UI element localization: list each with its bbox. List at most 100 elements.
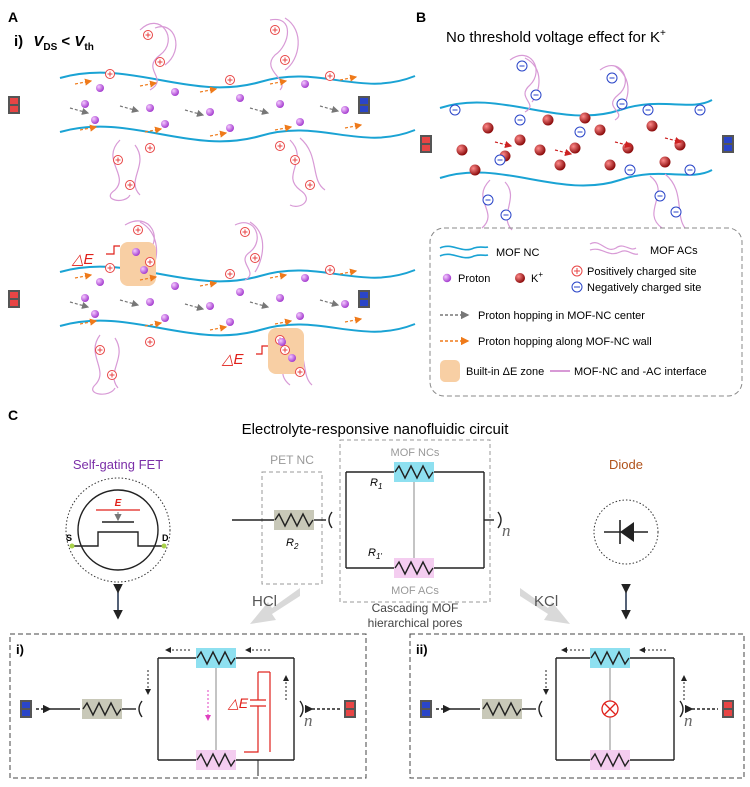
positive-site-icon xyxy=(145,143,155,153)
k-ion-dot xyxy=(534,144,546,156)
proton-dot xyxy=(140,266,148,274)
r1-label: R1 xyxy=(370,477,382,491)
legend-hop-center: Proton hopping in MOF-NC center xyxy=(440,310,645,322)
panel-a-letter: A xyxy=(8,9,18,25)
pet-nc-label: PET NC xyxy=(270,453,314,467)
panel-c-letter: C xyxy=(8,407,18,423)
electrode-right-b xyxy=(722,135,734,153)
legend-hop-wall: Proton hopping along MOF-NC wall xyxy=(440,336,652,348)
cascade-label-1: Cascading MOF xyxy=(372,601,459,615)
proton-dot xyxy=(171,88,179,96)
proton-dot xyxy=(161,120,169,128)
positive-site-icon xyxy=(280,55,290,65)
proton-dot xyxy=(276,100,284,108)
electrode-left-i xyxy=(8,96,20,114)
svg-text:MOF ACs: MOF ACs xyxy=(650,245,698,257)
svg-text:E: E xyxy=(115,498,122,509)
k-ion-dot xyxy=(469,164,481,176)
positive-site-icon xyxy=(113,155,123,165)
fet-dotted-circle xyxy=(65,477,171,583)
k-ion-dot xyxy=(514,134,526,146)
mof-hierarchy-box xyxy=(339,439,491,603)
positive-site-icon xyxy=(95,345,105,355)
positive-site-icon xyxy=(107,370,117,380)
cascade-label-2: hierarchical pores xyxy=(368,616,463,630)
k-ion-dot xyxy=(554,159,566,171)
legend-proton: Proton xyxy=(442,273,490,285)
negative-site-icon xyxy=(616,98,628,110)
svg-text:MOF-NC and -AC interface: MOF-NC and -AC interface xyxy=(574,366,707,378)
panel-c-title: Electrolyte-responsive nanofluidic circu… xyxy=(242,421,510,438)
mof-acs-label: MOF ACs xyxy=(391,585,439,597)
hop-arrow xyxy=(119,105,140,113)
nc-wall-bottom-i xyxy=(59,125,416,143)
svg-text:HCl: HCl xyxy=(252,593,277,610)
panel-b-title: No threshold voltage effect for K+ xyxy=(446,28,666,46)
negative-site-icon xyxy=(516,60,528,72)
panel-b: B No threshold voltage effect for K+ xyxy=(416,9,734,231)
subpanel-ii-frame xyxy=(409,633,745,779)
proton-dot xyxy=(301,80,309,88)
delta-e-label-2: △E xyxy=(221,351,245,368)
negative-site-icon xyxy=(530,89,542,101)
legend-box: MOF NC MOF ACs Proton K+ Positively char… xyxy=(429,227,743,397)
proton-dot xyxy=(161,314,169,322)
hop-arrow xyxy=(269,78,288,86)
hop-arrow xyxy=(69,301,90,309)
hop-arrow xyxy=(139,274,158,282)
positive-site-icon xyxy=(250,253,260,263)
proton-dot xyxy=(278,338,286,346)
mof-ac-tangles-i xyxy=(109,17,326,207)
hop-arrow xyxy=(319,105,340,113)
diode-symbol xyxy=(604,520,648,544)
proton-dot xyxy=(91,310,99,318)
hop-arrow xyxy=(184,109,205,117)
mof-ac-tangles-b xyxy=(481,54,686,231)
k-ion-dot xyxy=(569,142,581,154)
negative-site-icon xyxy=(642,104,654,116)
negative-site-icon xyxy=(670,206,682,218)
positive-site-icon xyxy=(240,227,250,237)
svg-text:n: n xyxy=(304,711,313,730)
k-ion-dot xyxy=(622,142,634,154)
diode-label: Diode xyxy=(609,457,643,472)
legend-k: K+ xyxy=(515,270,543,285)
svg-text:S: S xyxy=(66,533,72,543)
proton-dot xyxy=(236,288,244,296)
positive-site-icon xyxy=(305,180,315,190)
proton-dot xyxy=(146,104,154,112)
negative-site-icon xyxy=(684,164,696,176)
k-ion-dot xyxy=(604,159,616,171)
electrode-right-i xyxy=(358,96,370,114)
hop-arrow xyxy=(249,107,270,115)
proton-dot xyxy=(96,84,104,92)
negative-site-icon xyxy=(694,104,706,116)
panel-b-particles xyxy=(449,60,706,221)
svg-text:Proton: Proton xyxy=(458,273,490,285)
positive-site-icon xyxy=(280,345,290,355)
proton-dot xyxy=(236,94,244,102)
proton-dot xyxy=(146,298,154,306)
hop-arrow xyxy=(344,122,363,130)
hop-arrow xyxy=(209,130,228,138)
proton-dot xyxy=(91,116,99,124)
electrode-right-ii xyxy=(358,290,370,308)
proton-dot xyxy=(132,248,140,256)
subpanel-i-label: i) xyxy=(16,642,24,657)
k-ion-dot xyxy=(482,122,494,134)
r1p-label: R1' xyxy=(368,547,382,561)
hop-arrow xyxy=(274,318,293,326)
proton-dot xyxy=(288,354,296,362)
hop-arrow xyxy=(339,268,358,276)
hop-arrow xyxy=(199,280,218,288)
hop-arrow xyxy=(139,80,158,88)
positive-site-icon xyxy=(145,257,155,267)
electrode-left-ii xyxy=(8,290,20,308)
nc-wall-top-b xyxy=(439,99,713,117)
fet-symbol: E S D xyxy=(66,498,169,549)
hop-arrow xyxy=(274,124,293,132)
panel-a-particles xyxy=(69,25,363,380)
fet-label: Self-gating FET xyxy=(73,457,163,472)
hop-arrow xyxy=(249,301,270,309)
